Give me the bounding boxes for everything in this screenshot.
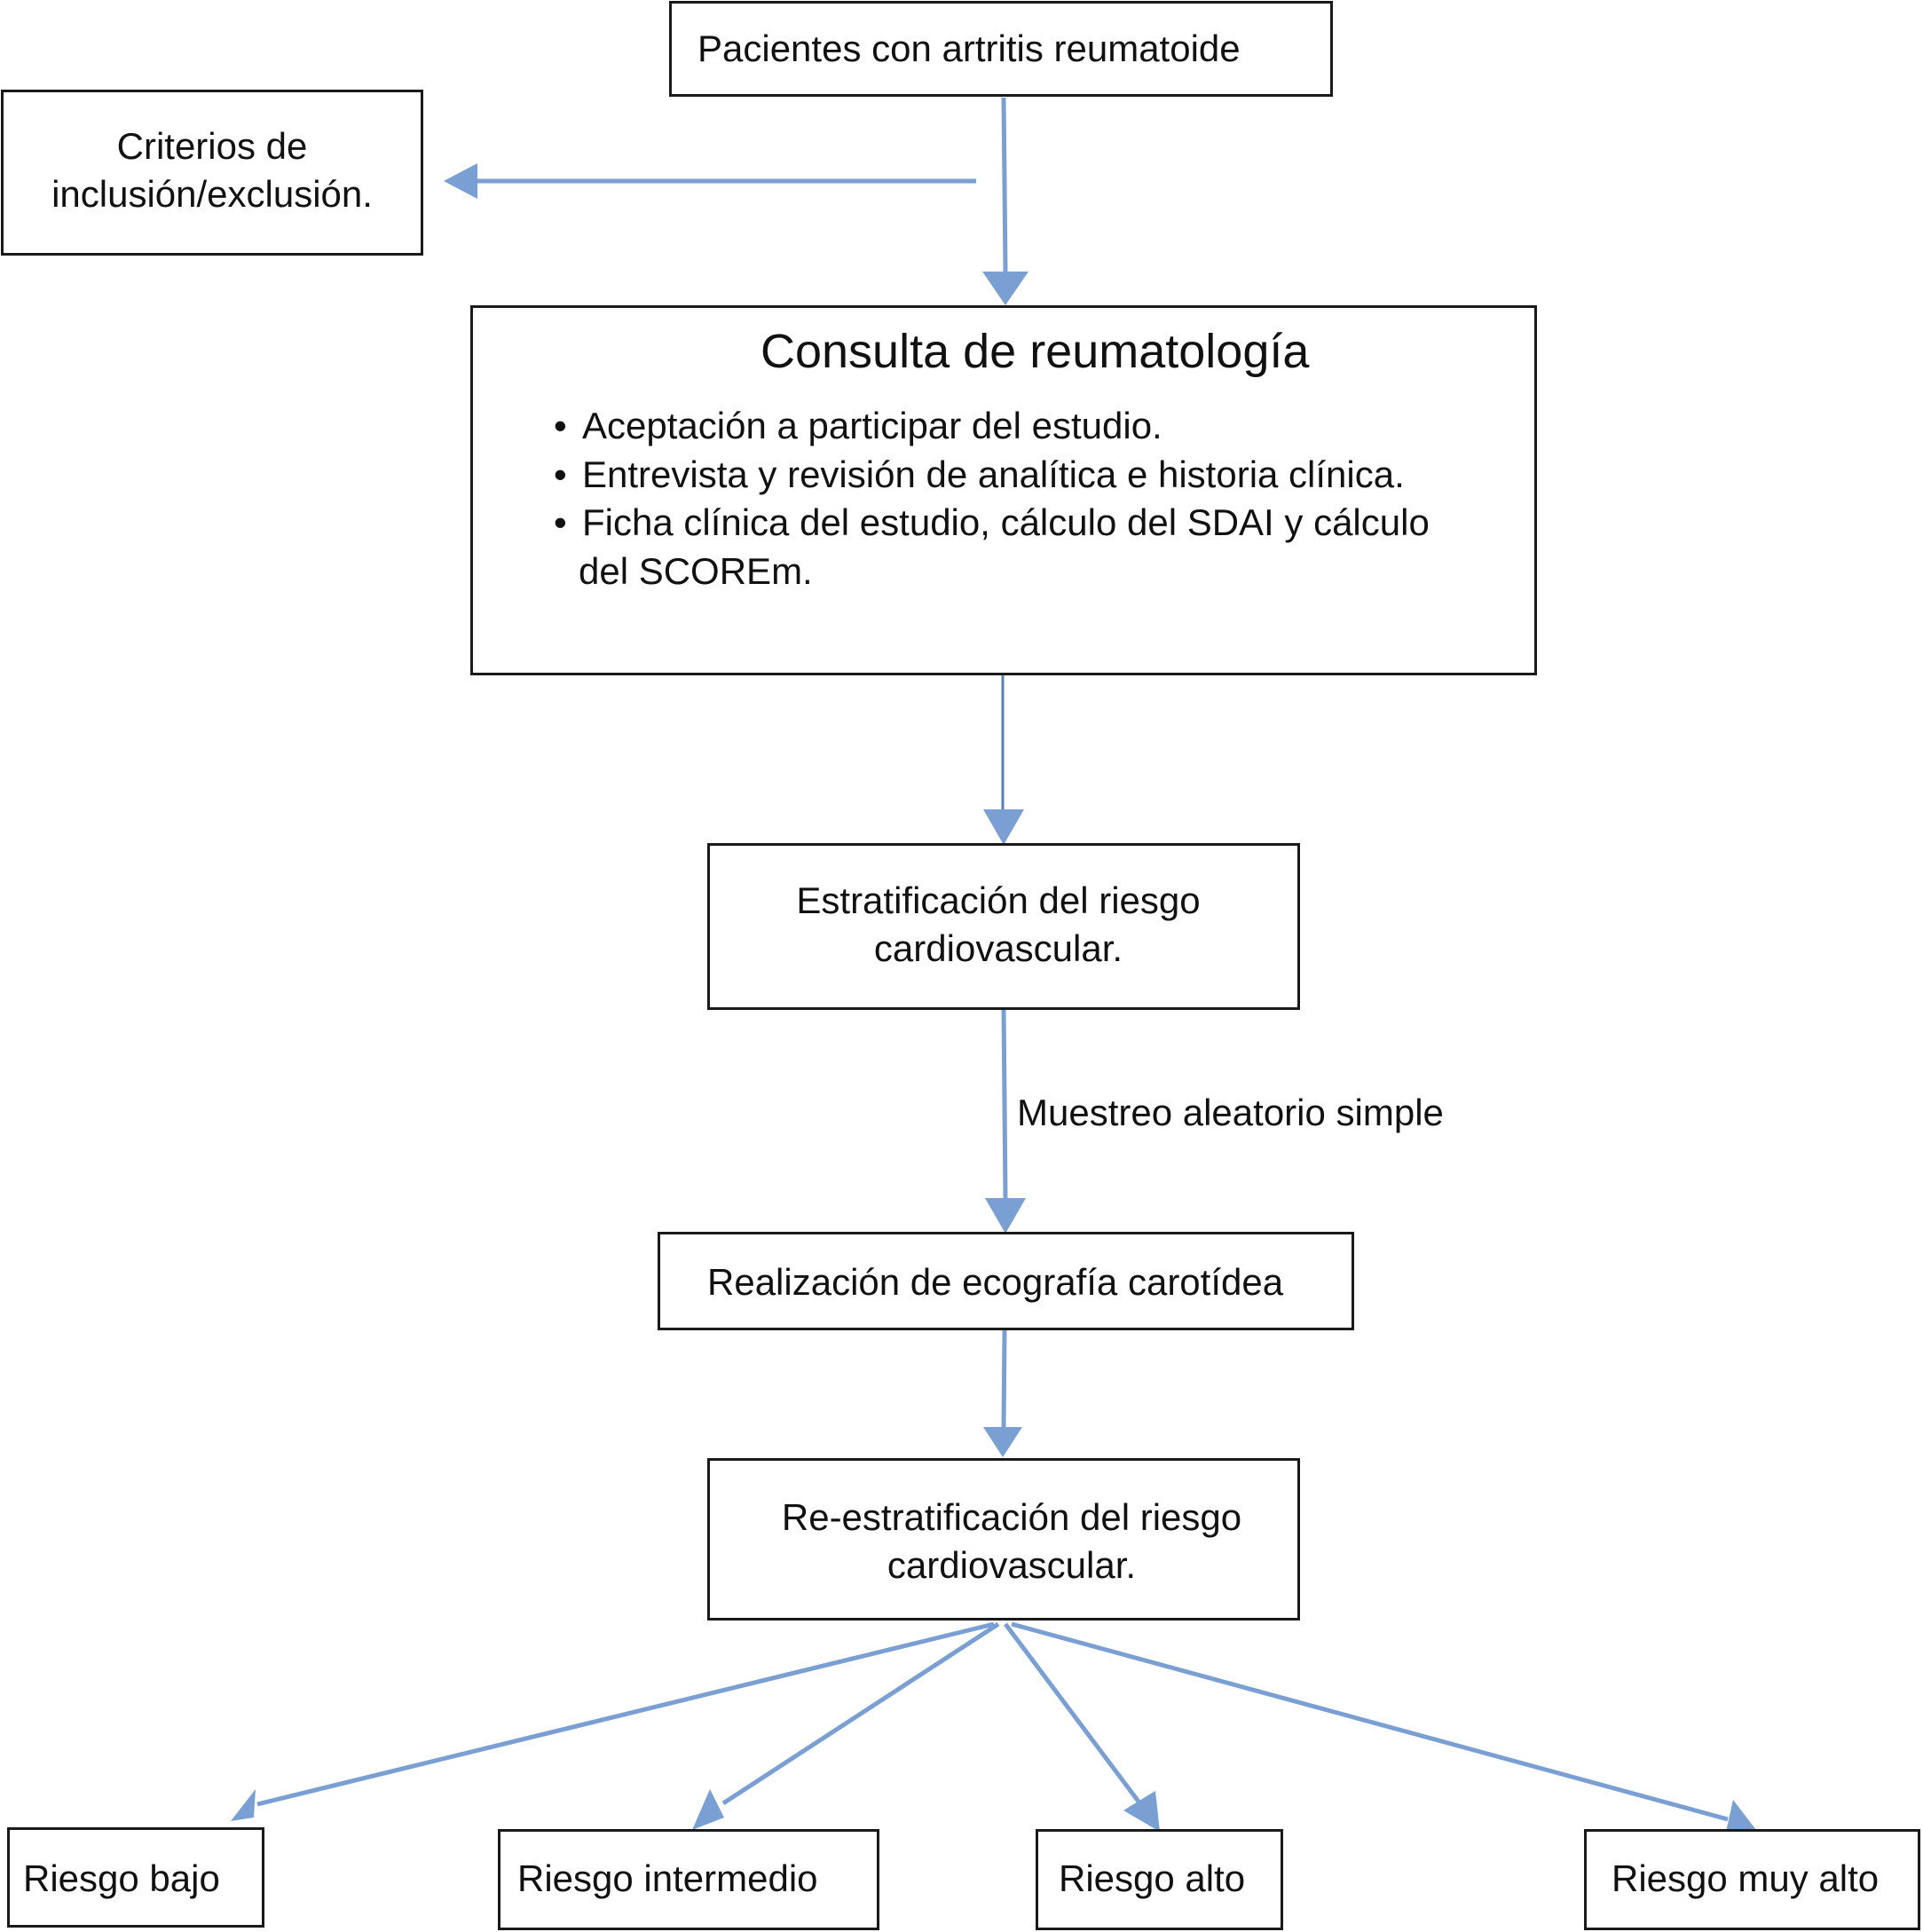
- node-consulta-title: Consulta de reumatología: [761, 325, 1310, 378]
- node-consulta-bullets: •Aceptación a participar del estudio. •E…: [550, 402, 1430, 595]
- node-ecografia: [658, 1232, 1354, 1330]
- node-riesgo-alto-label: Riesgo alto: [1059, 1857, 1246, 1899]
- node-riesgo-muy-alto: [1584, 1829, 1920, 1930]
- arrowhead-riesgo-alto: [1123, 1791, 1160, 1832]
- consulta-bullet-item: •Ficha clínica del estudio, cálculo del …: [550, 499, 1430, 548]
- node-riesgo-muy-alto-label: Riesgo muy alto: [1612, 1857, 1880, 1899]
- node-reestratificacion: [707, 1458, 1300, 1621]
- node-criterios-line1: Criterios de: [116, 125, 308, 167]
- node-pacientes-label: Pacientes con artritis reumatoide: [697, 28, 1241, 69]
- node-estratificacion: [707, 843, 1300, 1010]
- arrowhead-ecografia: [985, 1198, 1026, 1234]
- arrow-to-riesgo-intermedio: [721, 1621, 1000, 1806]
- arrowhead-riesgo-intermedio: [692, 1789, 724, 1830]
- node-ecografia-label: Realización de ecografía carotídea: [707, 1261, 1284, 1303]
- arrow-estratificacion-to-ecografia: [1001, 1008, 1008, 1199]
- node-riesgo-intermedio-label: Riesgo intermedio: [517, 1857, 818, 1899]
- arrow-to-riesgo-alto: [1004, 1622, 1140, 1803]
- edge-label-muestreo: Muestreo aleatorio simple: [1017, 1092, 1444, 1133]
- arrowhead-riesgo-bajo: [231, 1789, 256, 1821]
- arrow-ecografia-to-reestratificacion: [1001, 1329, 1007, 1430]
- node-estratificacion-line2: cardiovascular.: [873, 927, 1123, 969]
- arrow-to-riesgo-bajo: [256, 1621, 995, 1807]
- bullet-icon: •: [554, 453, 567, 495]
- node-riesgo-alto: [1036, 1829, 1283, 1930]
- consulta-bullet-item: •Aceptación a participar del estudio.: [550, 402, 1430, 451]
- bullet-icon: •: [554, 405, 567, 446]
- node-estratificacion-line1: Estratificación del riesgo: [796, 879, 1201, 921]
- arrow-pacientes-to-consulta: [1001, 97, 1008, 272]
- node-consulta: [470, 305, 1537, 675]
- node-riesgo-intermedio: [498, 1829, 879, 1930]
- consulta-bullet-continuation: del SCOREm.: [579, 549, 813, 592]
- arrowhead-criterios: [444, 163, 477, 199]
- bullet-icon: •: [554, 501, 567, 543]
- node-reestratificacion-line2: cardiovascular.: [887, 1544, 1137, 1586]
- node-reestratificacion-line1: Re-estratificación del riesgo: [781, 1496, 1242, 1538]
- arrow-to-riesgo-muy-alto: [1011, 1621, 1729, 1822]
- node-criterios: [1, 90, 423, 256]
- node-riesgo-bajo-label: Riesgo bajo: [23, 1857, 220, 1899]
- arrowhead-consulta: [982, 272, 1028, 305]
- consulta-bullet-item: •Entrevista y revisión de analítica e hi…: [550, 451, 1430, 500]
- node-riesgo-bajo: [7, 1827, 264, 1928]
- node-pacientes: [669, 1, 1333, 97]
- arrowhead-estratificacion: [983, 809, 1024, 845]
- node-criterios-line2: inclusión/exclusión.: [51, 173, 373, 215]
- arrowhead-reestratificacion: [983, 1427, 1022, 1457]
- arrowhead-riesgo-muy-alto: [1726, 1800, 1759, 1833]
